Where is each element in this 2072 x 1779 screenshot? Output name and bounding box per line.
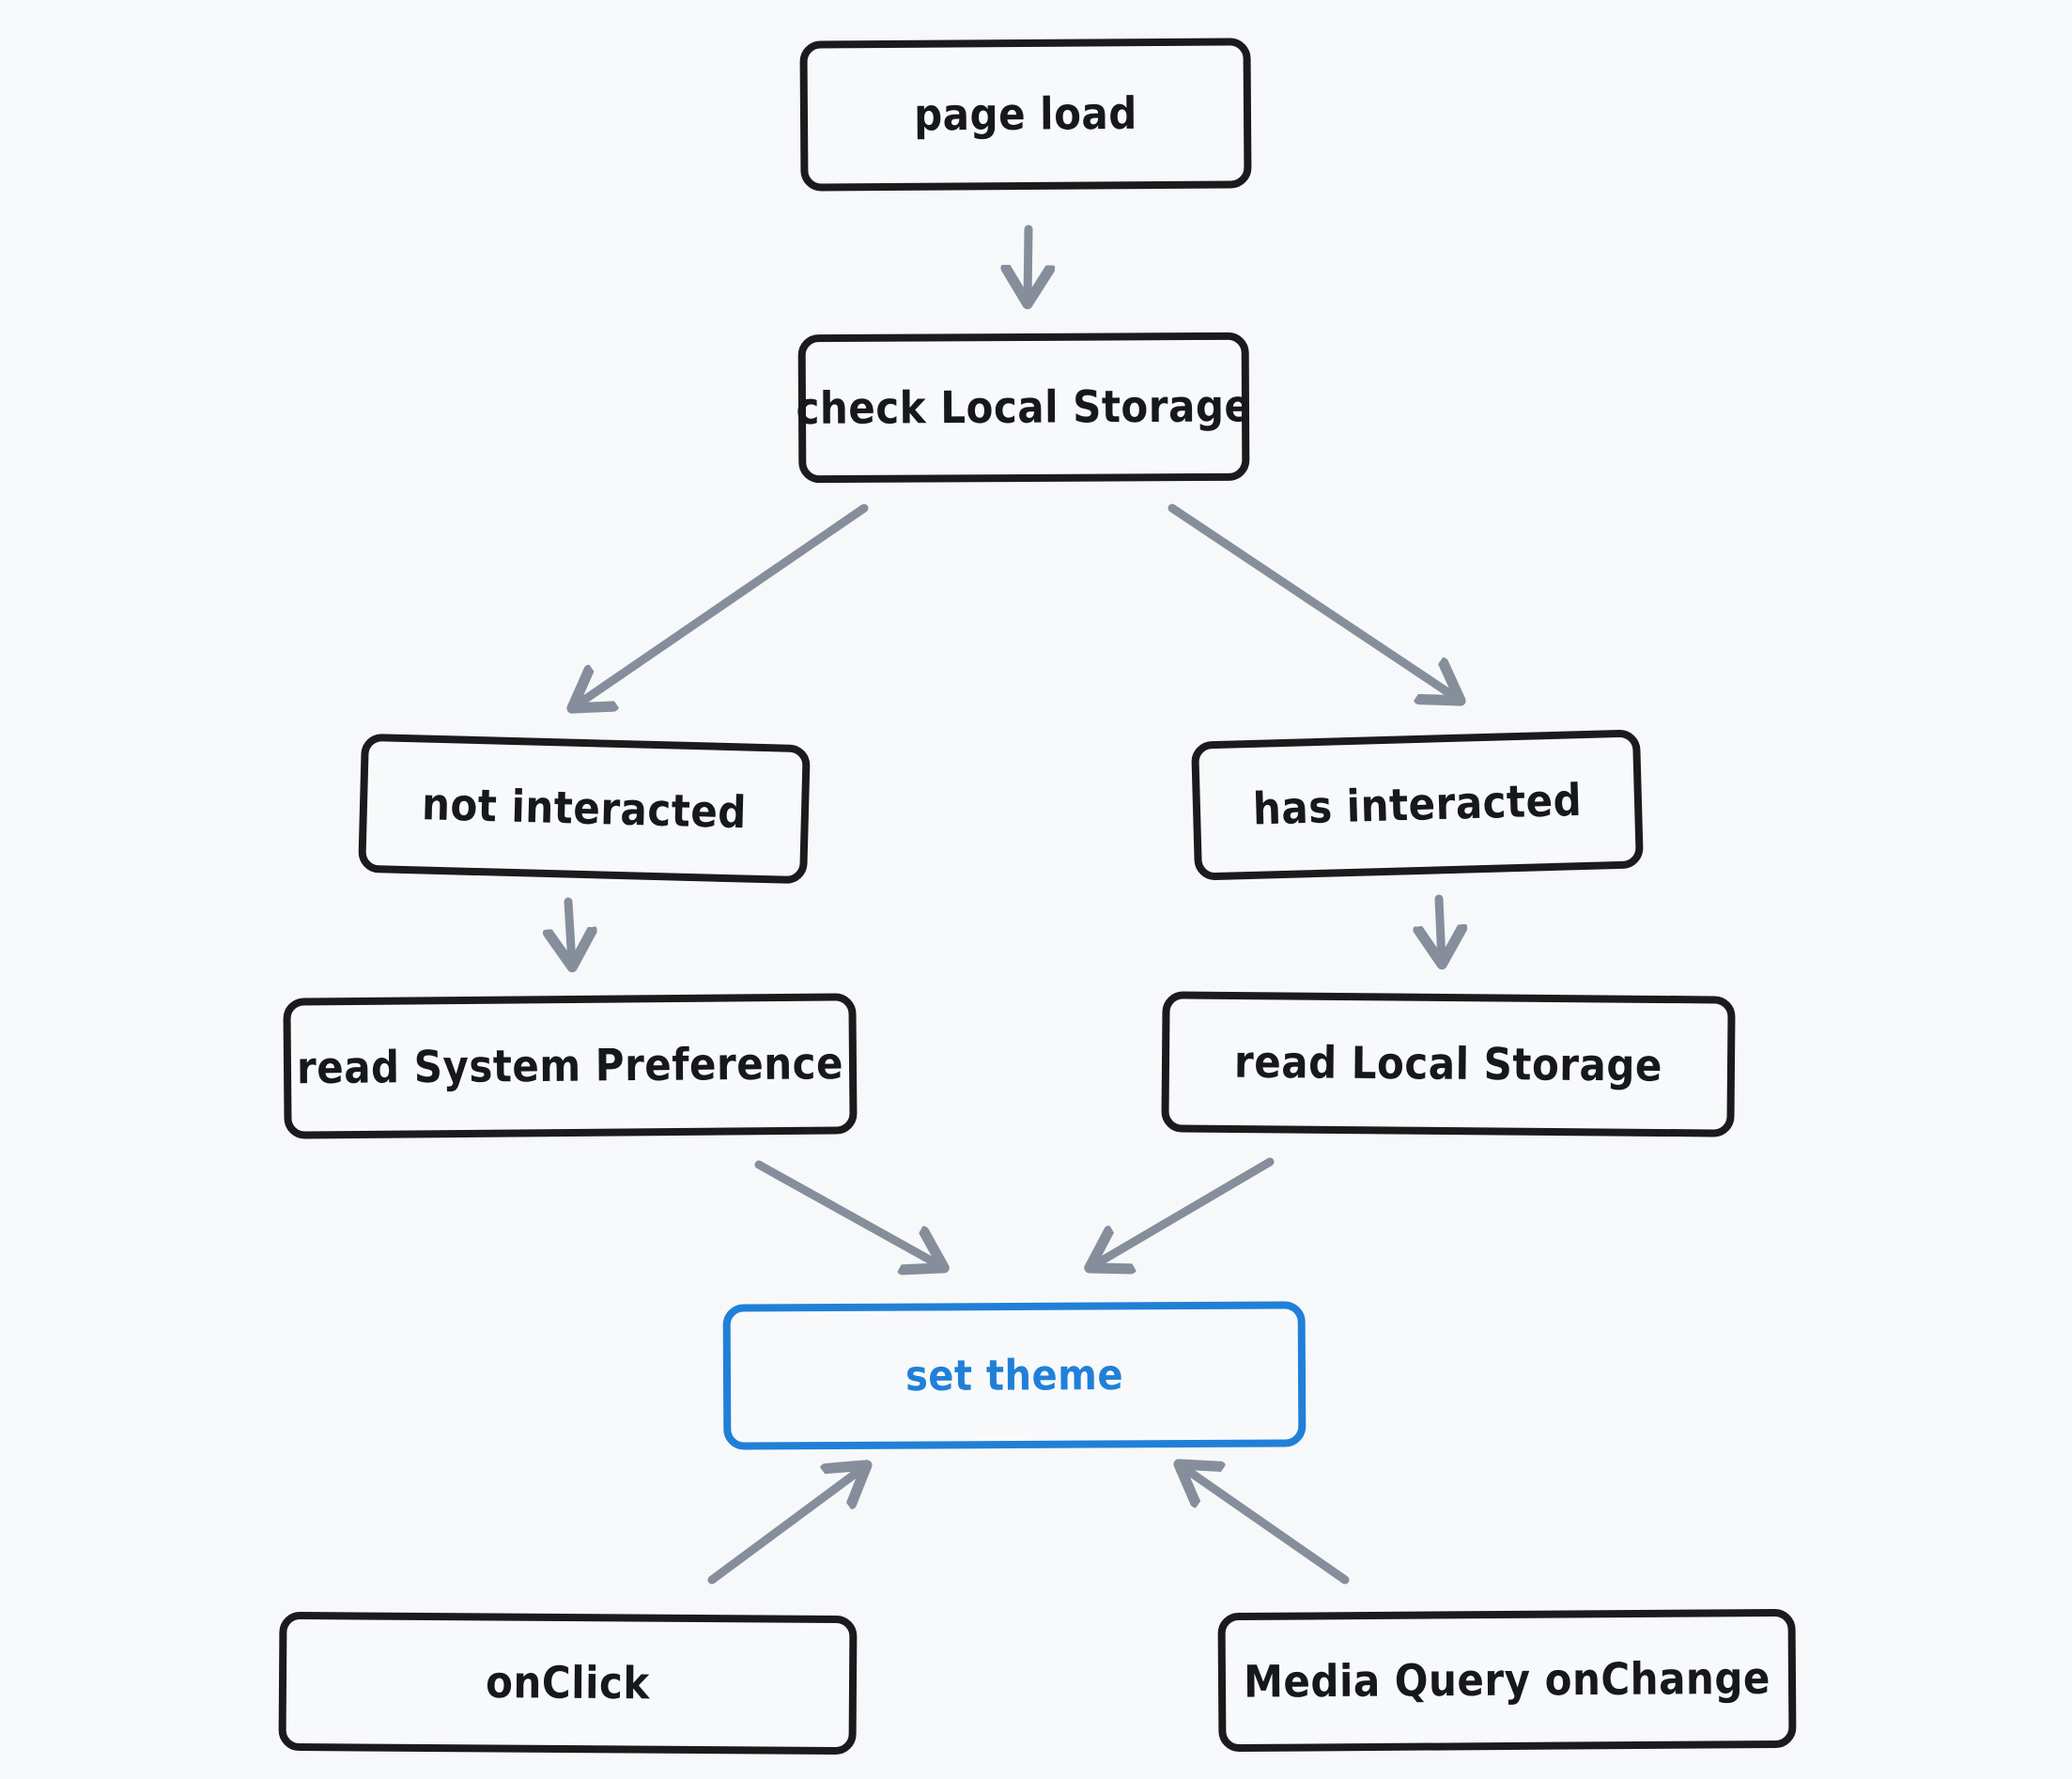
edge-check-local-storage-to-has-interacted bbox=[1167, 503, 1458, 699]
edge-read-local-storage-to-set-theme bbox=[1092, 1157, 1275, 1266]
edge-read-system-preference-to-set-theme bbox=[754, 1160, 941, 1266]
node-set-theme[interactable]: set theme bbox=[722, 1301, 1307, 1450]
node-read-local-storage-label: read Local Storage bbox=[1233, 1035, 1663, 1091]
node-page-load-label: page load bbox=[913, 87, 1138, 141]
node-read-local-storage[interactable]: read Local Storage bbox=[1161, 991, 1736, 1137]
node-set-theme-label: set theme bbox=[905, 1351, 1124, 1400]
node-not-interacted-label: not interacted bbox=[421, 778, 748, 839]
node-on-click[interactable]: onClick bbox=[278, 1611, 858, 1756]
node-has-interacted[interactable]: has interacted bbox=[1191, 729, 1644, 881]
node-read-system-preference[interactable]: read System Preference bbox=[283, 993, 858, 1139]
node-page-load[interactable]: page load bbox=[799, 38, 1252, 192]
node-check-local-storage[interactable]: check Local Storage bbox=[796, 332, 1252, 484]
node-has-interacted-label: has interacted bbox=[1252, 774, 1583, 835]
node-media-query-on-change-label: Media Query onChange bbox=[1243, 1651, 1771, 1708]
edge-not-interacted-to-read-system-preference bbox=[568, 897, 572, 964]
edge-media-query-on-change-to-set-theme bbox=[1182, 1466, 1350, 1585]
edge-on-click-to-set-theme bbox=[707, 1467, 864, 1585]
edge-check-local-storage-to-not-interacted bbox=[575, 503, 869, 706]
node-read-system-preference-label: read System Preference bbox=[296, 1037, 844, 1094]
node-on-click-label: onClick bbox=[485, 1656, 651, 1709]
edge-has-interacted-to-read-local-storage bbox=[1439, 894, 1442, 961]
node-check-local-storage-label: check Local Storage bbox=[796, 379, 1252, 435]
node-media-query-on-change[interactable]: Media Query onChange bbox=[1217, 1608, 1797, 1753]
node-not-interacted[interactable]: not interacted bbox=[358, 733, 811, 885]
